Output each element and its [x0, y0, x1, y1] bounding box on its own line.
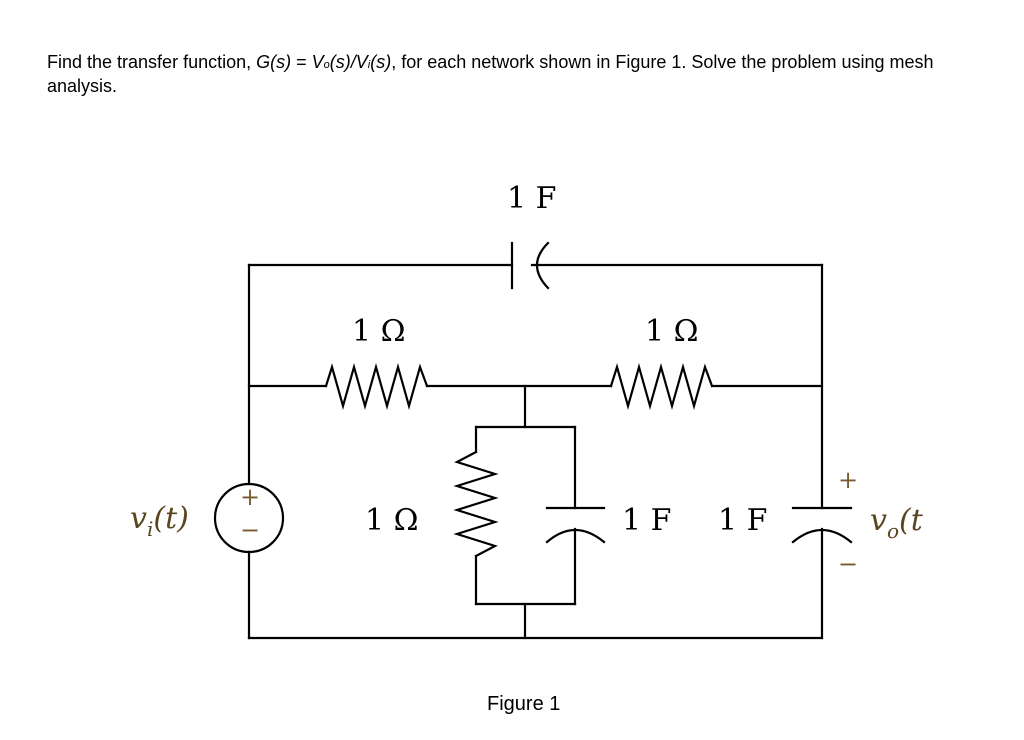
input-voltage-label: vi(t)	[130, 501, 189, 541]
output-voltage-label: vo(t	[870, 503, 924, 543]
output-plus-sign: +	[838, 466, 858, 494]
top-capacitor-label: 1 F	[507, 181, 556, 216]
source-minus-sign: −	[240, 516, 260, 544]
left-resistor-label: 1 Ω	[352, 314, 406, 349]
center-capacitor-label: 1 F	[622, 503, 671, 538]
output-minus-sign: −	[838, 550, 858, 578]
right-resistor-label: 1 Ω	[645, 314, 699, 349]
equals-sign: =	[291, 52, 312, 72]
center-resistor-label: 1 Ω	[365, 503, 419, 538]
transfer-function-symbol: G(s)	[256, 52, 292, 72]
problem-text-rest: , for each network shown in Figure 1. So…	[47, 52, 934, 96]
output-capacitor-label: 1 F	[718, 503, 767, 538]
problem-statement: Find the transfer function, G(s) = Vo(s)…	[47, 52, 997, 97]
problem-text-intro: Find the transfer function,	[47, 52, 257, 72]
source-plus-sign: +	[240, 483, 260, 511]
voltage-source-circle	[213, 482, 285, 554]
figure-caption: Figure 1	[487, 693, 560, 715]
right-resistor	[609, 362, 714, 411]
left-resistor	[324, 362, 429, 411]
center-resistor	[453, 450, 499, 558]
vo-symbol: Vo(s)/Vi(s)	[311, 52, 392, 72]
